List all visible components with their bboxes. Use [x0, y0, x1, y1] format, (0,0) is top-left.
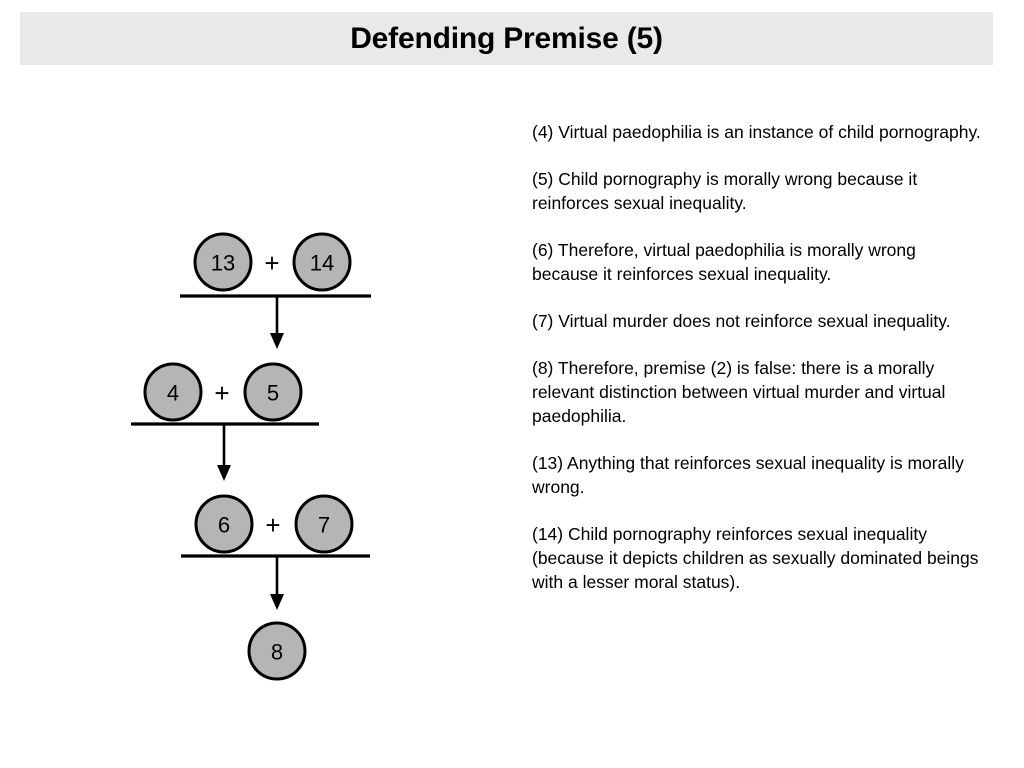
diagram-node-14[interactable] [292, 232, 352, 292]
diagram-node-6[interactable] [194, 494, 254, 554]
inference-arrow-head-1 [270, 333, 284, 349]
diagram-node-8[interactable] [247, 621, 307, 681]
diagram-operator-plus-row1: + [264, 248, 279, 278]
diagram-operator-plus-row3: + [265, 510, 280, 540]
premise-item-7: (7) Virtual murder does not reinforce se… [532, 311, 951, 331]
diagram-node-5[interactable] [243, 362, 303, 422]
premise-item-8: (8) Therefore, premise (2) is false: the… [532, 358, 946, 426]
argument-diagram: 13 + 14 4 + 5 6 + 7 [0, 90, 500, 730]
premise-item-5: (5) Child pornography is morally wrong b… [532, 169, 918, 213]
premise-item-13: (13) Anything that reinforces sexual ine… [532, 453, 964, 497]
diagram-node-7-label: 7 [318, 513, 330, 538]
diagram-node-13-label: 13 [211, 251, 235, 276]
premise-item-14: (14) Child pornography reinforces sexual… [532, 524, 979, 592]
inference-arrow-head-2 [217, 465, 231, 481]
diagram-node-14-label: 14 [310, 251, 334, 276]
diagram-node-4[interactable] [143, 362, 203, 422]
slide-title-banner: Defending Premise (5) [20, 12, 993, 65]
premise-list: (4) Virtual paedophilia is an instance o… [532, 120, 984, 594]
diagram-row-premises-4-5: 4 + 5 [131, 362, 319, 481]
diagram-row-premises-6-7: 6 + 7 [181, 494, 370, 610]
diagram-node-6-label: 6 [218, 513, 230, 538]
diagram-operator-plus-row2: + [214, 378, 229, 408]
page-title: Defending Premise (5) [350, 21, 663, 55]
diagram-node-5-label: 5 [267, 381, 279, 406]
diagram-node-7[interactable] [294, 494, 354, 554]
diagram-node-8-label: 8 [271, 640, 283, 665]
diagram-node-4-label: 4 [167, 381, 179, 406]
premise-item-6: (6) Therefore, virtual paedophilia is mo… [532, 240, 916, 284]
premise-item-4: (4) Virtual paedophilia is an instance o… [532, 122, 981, 142]
diagram-row-premises-13-14: 13 + 14 [180, 232, 371, 349]
inference-arrow-head-3 [270, 594, 284, 610]
argument-diagram-svg: 13 + 14 4 + 5 6 + 7 [131, 232, 371, 681]
diagram-row-conclusion-8: 8 [247, 621, 307, 681]
diagram-node-13[interactable] [193, 232, 253, 292]
